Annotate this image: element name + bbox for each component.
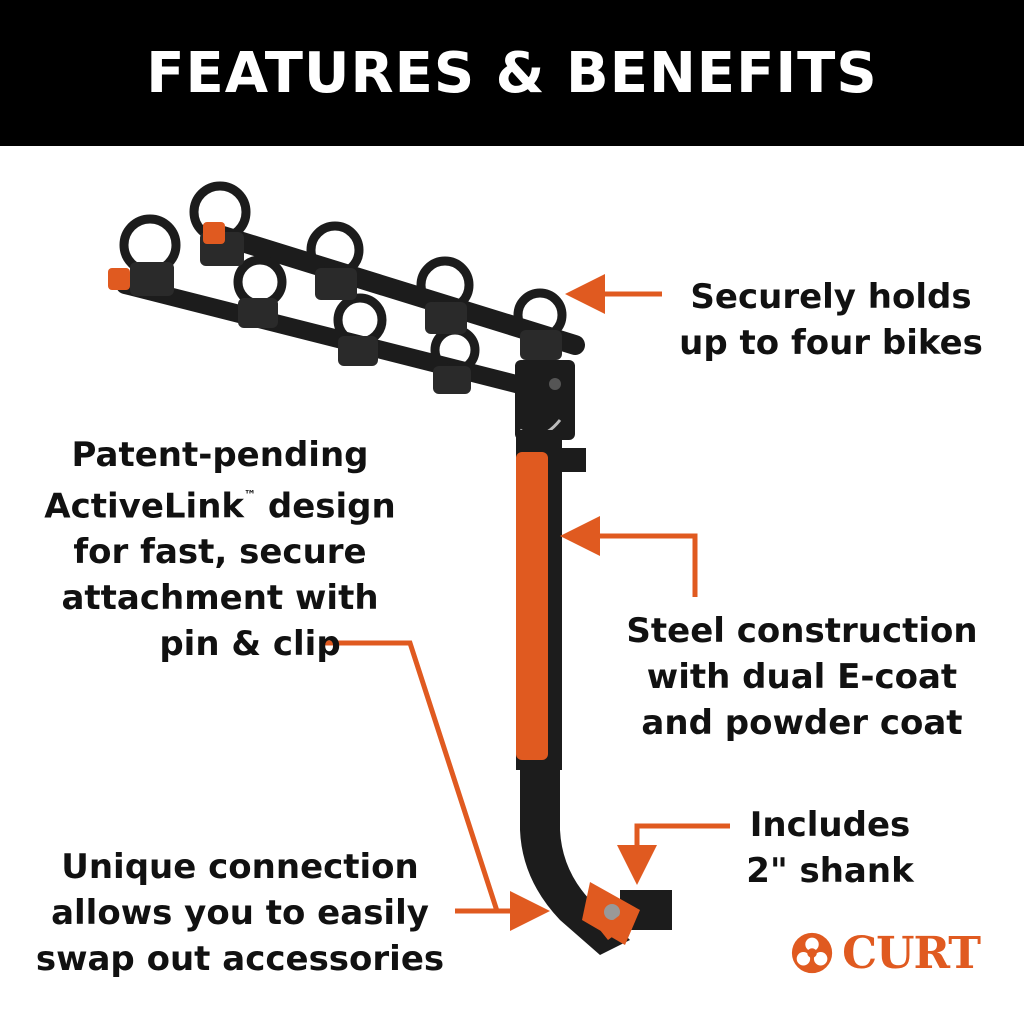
callout-arrows — [325, 274, 730, 931]
callout-connection-line2: allows you to easily — [51, 893, 429, 933]
cradle-blocks — [130, 232, 562, 394]
brand-name: CURT — [842, 927, 981, 979]
callout-steel-line2: with dual E-coat — [646, 657, 958, 697]
header-banner: FEATURES & BENEFITS — [0, 0, 1024, 146]
end-caps — [108, 222, 225, 290]
activelink-design: design — [256, 486, 396, 527]
brand-logo: CURT — [790, 927, 981, 979]
callout-steel-line3: and powder coat — [641, 703, 963, 743]
page-title: FEATURES & BENEFITS — [146, 40, 878, 106]
hitch-shank — [582, 882, 672, 945]
callout-connection: Unique connection allows you to easily s… — [30, 844, 450, 982]
callout-activelink-line3: for fast, secure — [73, 532, 367, 573]
trademark-mark: ™ — [244, 488, 257, 502]
callout-activelink: Patent-pending ActiveLink™ design for fa… — [40, 432, 400, 667]
callout-shank-line2: 2" shank — [746, 851, 914, 891]
callout-shank-line1: Includes — [749, 805, 911, 845]
callout-activelink-line1: Patent-pending — [71, 435, 369, 475]
callout-activelink-line2: ActiveLink™ design — [40, 478, 400, 529]
activelink-name: ActiveLink — [44, 486, 245, 527]
rack-arm-front — [200, 222, 585, 355]
callout-activelink-line4: attachment with — [61, 578, 379, 619]
callout-four-bikes-line1: Securely holds — [690, 277, 972, 317]
callout-four-bikes-line2: up to four bikes — [679, 323, 983, 363]
callout-steel-line1: Steel construction — [626, 611, 978, 651]
callout-steel: Steel construction with dual E-coat and … — [622, 608, 982, 746]
callout-four-bikes: Securely holds up to four bikes — [672, 274, 990, 366]
callout-activelink-line5: pin & clip — [159, 624, 341, 665]
callout-connection-line3: swap out accessories — [35, 939, 445, 979]
callout-connection-line1: Unique connection — [61, 847, 419, 887]
curt-emblem-icon — [791, 932, 833, 974]
callout-shank: Includes 2" shank — [730, 802, 930, 894]
rack-mast — [516, 430, 630, 955]
